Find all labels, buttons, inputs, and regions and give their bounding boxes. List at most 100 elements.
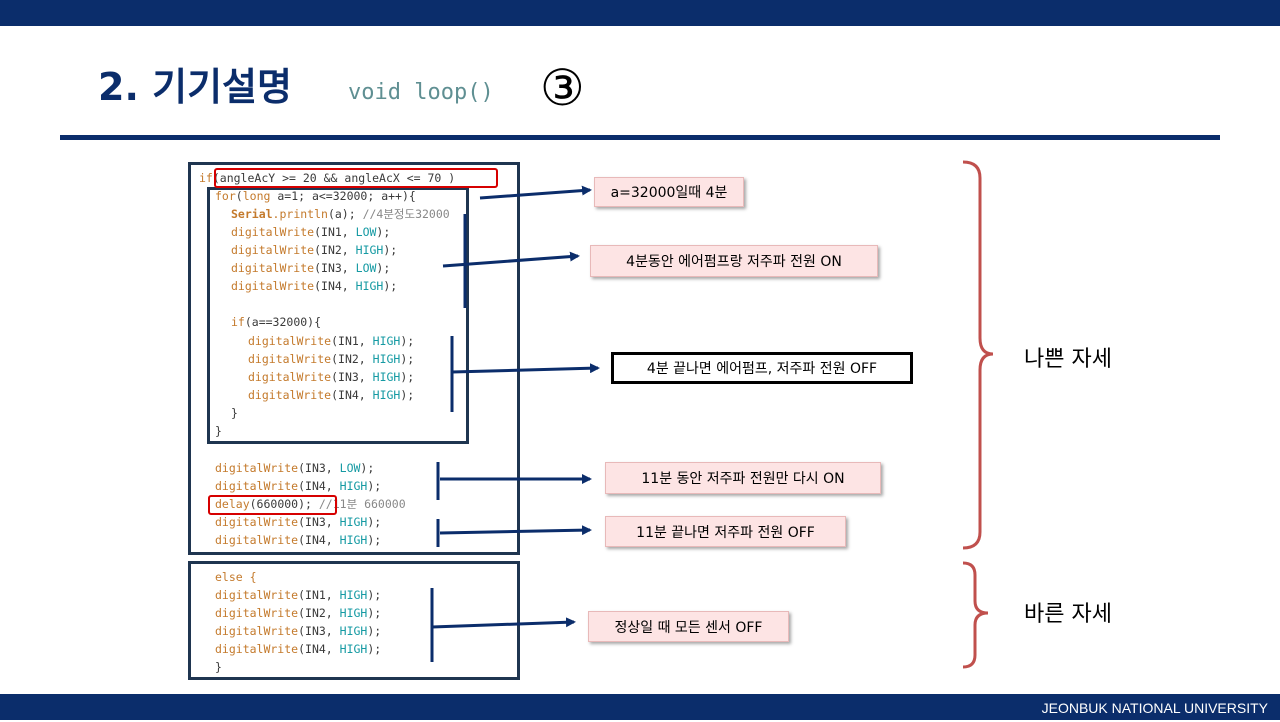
code-token: (IN2, bbox=[314, 243, 356, 257]
code-line: digitalWrite(IN1, HIGH); bbox=[215, 588, 381, 602]
code-token: HIGH bbox=[355, 279, 384, 293]
code-line: digitalWrite(IN3, HIGH); bbox=[248, 370, 414, 384]
code-token: digitalWrite bbox=[231, 279, 315, 293]
code-token: (IN4, bbox=[314, 279, 356, 293]
code-token: digitalWrite bbox=[231, 243, 315, 257]
code-token: HIGH bbox=[372, 370, 401, 384]
code-token: HIGH bbox=[339, 515, 368, 529]
code-token: digitalWrite bbox=[215, 515, 299, 529]
code-token: digitalWrite bbox=[215, 606, 299, 620]
code-token: if bbox=[231, 315, 245, 329]
code-token: HIGH bbox=[339, 606, 368, 620]
code-token: digitalWrite bbox=[215, 588, 299, 602]
code-token: ); bbox=[367, 606, 382, 620]
code-token: LOW bbox=[355, 225, 377, 239]
brace-bad-posture bbox=[962, 160, 994, 550]
code-token: (a==32000){ bbox=[244, 315, 322, 329]
code-token: HIGH bbox=[372, 352, 401, 366]
code-token: (IN3, bbox=[298, 624, 340, 638]
code-token: digitalWrite bbox=[248, 370, 332, 384]
code-token: digitalWrite bbox=[215, 533, 299, 547]
code-token: digitalWrite bbox=[215, 479, 299, 493]
code-token: digitalWrite bbox=[248, 388, 332, 402]
code-token: else { bbox=[215, 570, 257, 584]
code-token: ); bbox=[376, 225, 391, 239]
code-token: ); bbox=[367, 642, 382, 656]
code-line: if(a==32000){ bbox=[231, 315, 321, 329]
arrow-all-off bbox=[431, 617, 576, 629]
code-token: (IN4, bbox=[298, 479, 340, 493]
label-bad-posture: 나쁜 자세 bbox=[1024, 347, 1112, 372]
code-line: digitalWrite(IN1, LOW); bbox=[231, 225, 390, 239]
code-token: HIGH bbox=[339, 479, 368, 493]
code-token: (a); bbox=[327, 207, 363, 221]
code-token: ); bbox=[400, 352, 415, 366]
title-divider bbox=[60, 135, 1220, 140]
label-good-posture: 바른 자세 bbox=[1024, 602, 1112, 627]
code-token: ); bbox=[400, 388, 415, 402]
code-token: (IN2, bbox=[331, 352, 373, 366]
code-token: (IN1, bbox=[331, 334, 373, 348]
code-line: digitalWrite(IN3, LOW); bbox=[215, 461, 374, 475]
code-token: (IN1, bbox=[298, 588, 340, 602]
code-token: digitalWrite bbox=[215, 624, 299, 638]
code-line: digitalWrite(IN4, HIGH); bbox=[248, 388, 414, 402]
code-token: digitalWrite bbox=[231, 261, 315, 275]
code-comment: //4분정도32000 bbox=[362, 207, 450, 221]
code-line: digitalWrite(IN1, HIGH); bbox=[248, 334, 414, 348]
code-line: Serial.println(a); //4분정도32000 bbox=[231, 207, 450, 221]
code-line: digitalWrite(IN4, HIGH); bbox=[215, 479, 381, 493]
code-token: (IN4, bbox=[331, 388, 373, 402]
condition-highlight bbox=[214, 168, 498, 188]
code-token: Serial bbox=[231, 207, 273, 221]
code-token: ); bbox=[376, 261, 391, 275]
code-token: ); bbox=[367, 515, 382, 529]
code-token: (angleAcY >= 20 && angleAcX <= 70 ) bbox=[212, 171, 456, 185]
arrow-pump-on bbox=[442, 251, 580, 268]
arrow-a32000 bbox=[479, 185, 592, 200]
code-token: HIGH bbox=[339, 533, 368, 547]
code-line: for(long a=1; a<=32000; a++){ bbox=[215, 189, 416, 203]
code-token: .println bbox=[272, 207, 328, 221]
else-block-outline bbox=[188, 561, 520, 680]
code-token: ); bbox=[383, 243, 398, 257]
code-line: digitalWrite(IN4, HIGH); bbox=[215, 533, 381, 547]
code-token: digitalWrite bbox=[248, 352, 332, 366]
code-line: } bbox=[215, 424, 222, 438]
section-number: ③ bbox=[540, 59, 585, 117]
code-line: digitalWrite(IN2, HIGH); bbox=[231, 243, 397, 257]
code-line: digitalWrite(IN4, HIGH); bbox=[215, 642, 381, 656]
note-pump-on: 4분동안 에어펌프랑 저주파 전원 ON bbox=[590, 245, 878, 277]
code-token: (IN3, bbox=[298, 515, 340, 529]
slide-title: 2. 기기설명 bbox=[98, 65, 292, 109]
code-line: digitalWrite(IN2, HIGH); bbox=[215, 606, 381, 620]
bottom-banner: JEONBUK NATIONAL UNIVERSITY bbox=[0, 694, 1280, 720]
note-pump-off: 4분 끝나면 에어펌프, 저주파 전원 OFF bbox=[611, 352, 913, 384]
for-loop-outline bbox=[207, 187, 469, 444]
code-line: } bbox=[231, 406, 238, 420]
code-token: ); bbox=[360, 461, 375, 475]
code-token: (IN1, bbox=[314, 225, 356, 239]
code-token: } bbox=[215, 660, 222, 674]
code-token: ); bbox=[367, 533, 382, 547]
code-token: HIGH bbox=[372, 388, 401, 402]
arrow-pump-off bbox=[451, 363, 600, 374]
code-token: digitalWrite bbox=[248, 334, 332, 348]
code-token: HIGH bbox=[339, 624, 368, 638]
note-a32000: a=32000일때 4분 bbox=[594, 177, 744, 207]
code-token: for bbox=[215, 189, 236, 203]
code-line: digitalWrite(IN3, HIGH); bbox=[215, 515, 381, 529]
code-line: digitalWrite(IN2, HIGH); bbox=[248, 352, 414, 366]
code-token: ); bbox=[400, 370, 415, 384]
code-token: if bbox=[199, 171, 213, 185]
code-token: } bbox=[231, 406, 238, 420]
code-token: (IN4, bbox=[298, 533, 340, 547]
code-token: ); bbox=[367, 479, 382, 493]
code-line: digitalWrite(IN3, LOW); bbox=[231, 261, 390, 275]
arrow-tens-off bbox=[439, 525, 592, 536]
delay-highlight bbox=[208, 495, 337, 515]
code-token: ); bbox=[400, 334, 415, 348]
code-token: ); bbox=[367, 588, 382, 602]
if-block-outline bbox=[188, 162, 520, 555]
